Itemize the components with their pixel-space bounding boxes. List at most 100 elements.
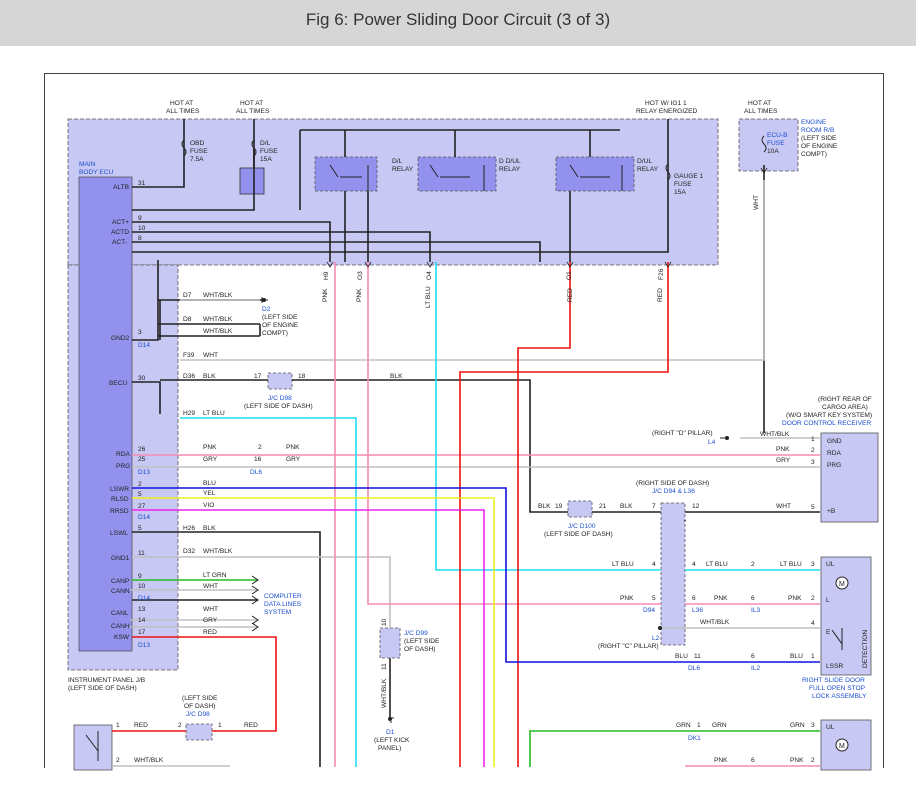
pin-gnd2: GND2 xyxy=(111,335,130,342)
pin-n9: 9 xyxy=(138,215,142,222)
motor-label-lower: M xyxy=(839,743,845,750)
label-jc98a: J/C D98 xyxy=(268,395,292,402)
label-main2: BODY ECU xyxy=(79,169,114,176)
wire-d36: BLK xyxy=(203,373,216,380)
pin-n2: 2 xyxy=(138,481,142,488)
pin-n2c: 2 xyxy=(751,561,755,568)
pin-n26: 26 xyxy=(138,446,146,453)
wire-blk4: BLK xyxy=(620,503,633,510)
vwire-pnk1: PNK xyxy=(322,288,329,302)
label-cdl3: SYSTEM xyxy=(264,609,291,616)
label-rsd1: (RIGHT SIDE OF DASH) xyxy=(636,480,709,487)
label-lsd1: (LEFT SIDE xyxy=(182,695,218,702)
pin-n1c: 1 xyxy=(811,653,815,660)
wire-d7: WHT/BLK xyxy=(203,292,233,299)
label-hot3a: HOT W/ IG1 1 xyxy=(645,100,687,107)
conn-f26: F26 xyxy=(658,268,665,280)
label-d2c: COMPT) xyxy=(262,330,288,337)
pin-n25: 25 xyxy=(138,456,146,463)
pin-r1: 1 xyxy=(811,436,815,443)
label-dlr1: D/L xyxy=(392,158,403,165)
pin-n10: 10 xyxy=(138,225,146,232)
label-hot3b: RELAY ENERGIZED xyxy=(636,108,698,115)
wire-h26: BLK xyxy=(203,525,216,532)
pin-n5b: 5 xyxy=(138,525,142,532)
pin-n11c: 11 xyxy=(381,663,388,670)
wire-red3: RED xyxy=(244,722,258,729)
label-lk2: PANEL) xyxy=(378,745,401,752)
pin-prg-r: PRG xyxy=(827,462,841,469)
wire-red2: RED xyxy=(134,722,148,729)
label-ipjb2: (LEFT SIDE OF DASH) xyxy=(68,685,137,692)
label-jc98b: (LEFT SIDE OF DASH) xyxy=(244,403,313,410)
wire-l4: WHT/BLK xyxy=(760,431,790,438)
pin-n11b: 11 xyxy=(694,653,701,660)
ddul-relay-switch xyxy=(429,164,485,191)
full-open-stop-lock-box xyxy=(820,556,872,676)
wire-ltb1: LT BLU xyxy=(612,561,634,568)
vwire-wht: WHT xyxy=(753,195,760,210)
label-jc99b: (LEFT SIDE xyxy=(404,638,440,645)
wire-blu: BLU xyxy=(203,480,216,487)
pin-r2: 2 xyxy=(811,447,815,454)
pin-n3g: 3 xyxy=(811,722,815,729)
conn-d14c: D14 xyxy=(138,595,150,602)
label-rr1: (RIGHT REAR OF xyxy=(818,396,872,403)
ground-l2 xyxy=(658,626,662,630)
symbols xyxy=(85,135,849,761)
wire-prg1: GRY xyxy=(203,456,218,463)
conn-d94: D94 xyxy=(643,607,655,614)
main-body-ecu-box xyxy=(67,118,719,266)
pin-n1l: 1 xyxy=(116,722,120,729)
pin-n10c: 10 xyxy=(381,618,388,626)
wire-pnk6: PNK xyxy=(788,595,802,602)
ground-d1 xyxy=(388,717,392,721)
left-switch-box xyxy=(73,724,113,771)
conn-d14b: D14 xyxy=(138,514,150,521)
conn-d13b: D13 xyxy=(138,642,150,649)
connector-marks xyxy=(326,167,768,268)
label-rr4: DOOR CONTROL RECEIVER xyxy=(782,420,871,427)
wire-blk2: BLK xyxy=(390,373,403,380)
vwire-ltblu: LT BLU xyxy=(425,286,432,308)
wire-wht3: WHT xyxy=(776,503,791,510)
pin-n11: 11 xyxy=(138,550,145,557)
vwire-red2: RED xyxy=(657,288,664,302)
wire-ltgrn: LT GRN xyxy=(203,572,227,579)
pin-n5c: 5 xyxy=(652,595,656,602)
label-dul2: RELAY xyxy=(637,166,659,173)
pin-cann: CANN xyxy=(111,588,130,595)
wire-ltb3: LT BLU xyxy=(780,561,802,568)
label-gauge3: 15A xyxy=(674,189,686,196)
pin-canh: CANH xyxy=(111,623,130,630)
pin-n2m: 2 xyxy=(116,757,120,764)
conn-h29: H29 xyxy=(183,410,195,417)
detection-switch xyxy=(831,628,843,650)
wire-vio: VIO xyxy=(203,502,214,509)
ground-d2 xyxy=(262,298,266,302)
pin-lswl: LSWL xyxy=(110,530,128,537)
computer-data-arrows xyxy=(251,575,259,632)
conn-dl6b: DL6 xyxy=(688,665,700,672)
wire-pnk4: PNK xyxy=(620,595,634,602)
engine-room-rb-box xyxy=(738,118,799,172)
wire-wb: WHT/BLK xyxy=(134,757,164,764)
label-ddul2: RELAY xyxy=(499,166,521,173)
conn-o3: O3 xyxy=(357,271,364,280)
wire-d8a: WHT/BLK xyxy=(203,316,233,323)
pin-n6c: 6 xyxy=(751,653,755,660)
vwire-whtblk: WHT/BLK xyxy=(381,678,388,708)
pin-prg: PRG xyxy=(116,463,130,470)
pin-ksw: KSW xyxy=(114,634,130,641)
conn-il2: IL2 xyxy=(751,665,760,672)
jc-d98-lower-box xyxy=(185,723,213,741)
dul-relay-box xyxy=(555,156,635,192)
label-lsd3: J/C D98 xyxy=(186,711,210,718)
label-dl1: D/L xyxy=(260,140,271,147)
conn-d7: D7 xyxy=(183,292,192,299)
label-hot2b: ALL TIMES xyxy=(236,108,270,115)
wire-d32: WHT/BLK xyxy=(203,548,233,555)
pin-n16: 16 xyxy=(254,456,262,463)
label-dul1: D/UL xyxy=(637,158,652,165)
label-dl2: FUSE xyxy=(260,148,278,155)
